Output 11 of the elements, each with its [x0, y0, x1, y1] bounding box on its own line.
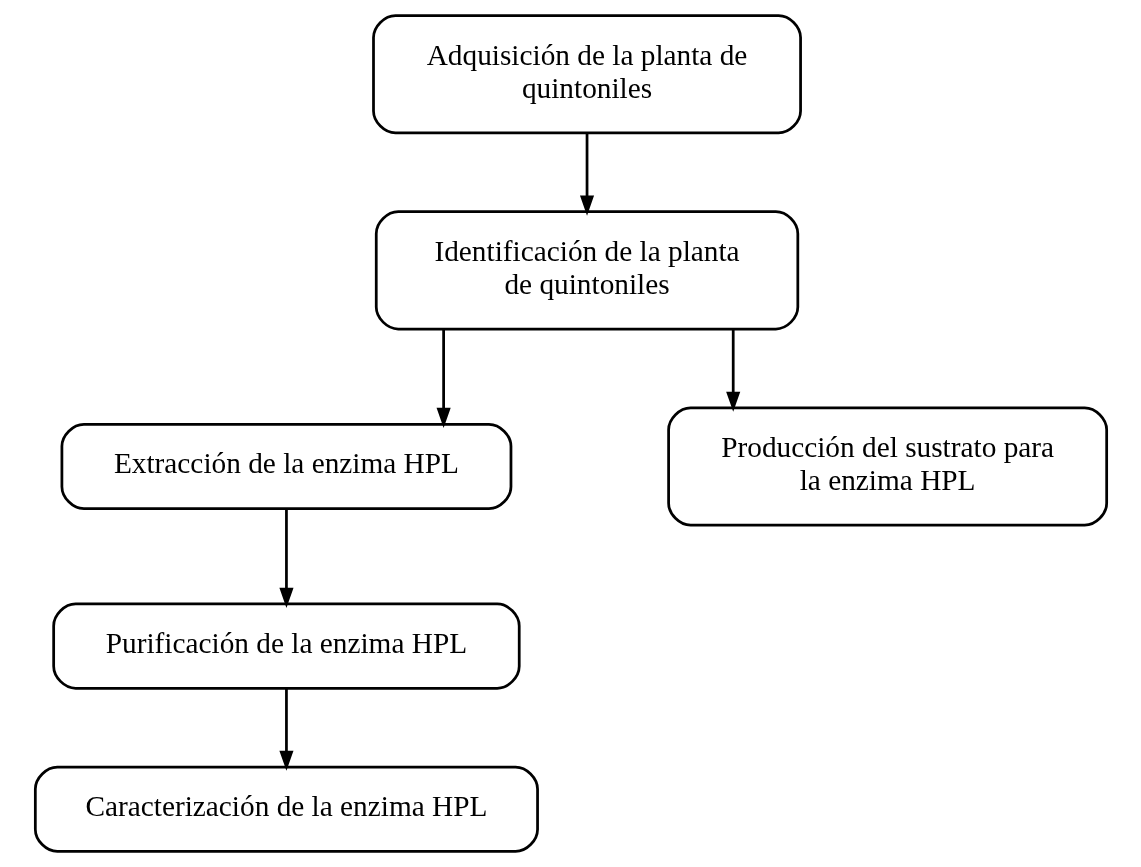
node-box: Extracción de la enzima HPL — [60, 422, 512, 511]
arrow — [579, 133, 594, 216]
node-box: Identificación de la planta de quintoniles — [374, 210, 799, 331]
arrow — [725, 329, 740, 412]
node-box: Producción del sustrato para la enzima HPL — [666, 406, 1108, 527]
node-box: Purificación de la enzima HPL — [51, 602, 521, 690]
arrow — [436, 329, 451, 429]
arrow — [278, 509, 293, 608]
node-box: Adquisición de la planta de quintoniles — [371, 14, 802, 135]
node-box: Caracterización de la enzima HPL — [33, 765, 539, 853]
arrow — [278, 688, 293, 771]
